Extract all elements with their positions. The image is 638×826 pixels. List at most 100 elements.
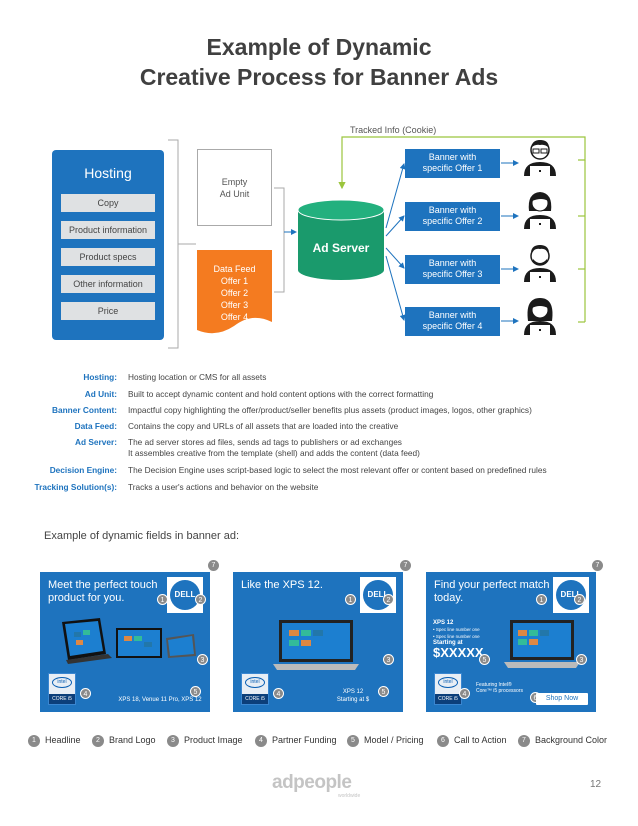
- banner-1-line-1: Banner with: [428, 152, 477, 162]
- hosting-title: Hosting: [84, 165, 132, 181]
- definition-term: Ad Server:: [75, 437, 117, 447]
- banner-2-line-1: Banner with: [428, 205, 477, 215]
- banner-offer-3: Banner with specific Offer 3: [405, 255, 500, 284]
- data-feed-offer-1: Offer 1: [220, 276, 249, 286]
- hosting-item-product-specs: Product specs: [61, 248, 155, 266]
- legend-num: 6: [437, 734, 449, 747]
- banner-3-line-1: Banner with: [428, 258, 477, 268]
- definition-term: Decision Engine:: [49, 465, 117, 475]
- legend-num: 5: [347, 734, 359, 747]
- product-image: [62, 618, 196, 664]
- legend-num: 4: [255, 734, 267, 747]
- marker-4: 4: [273, 688, 284, 699]
- marker-1: 1: [157, 594, 168, 605]
- definition-desc: The ad server stores ad files, sends ad …: [128, 437, 402, 447]
- hosting-bracket: [168, 139, 179, 349]
- ad-model-line-1: XPS 12: [342, 689, 364, 695]
- intel-badge: intel CORE i5: [434, 673, 462, 705]
- legend-num: 7: [518, 734, 530, 747]
- title-line-2: Creative Process for Banner Ads: [139, 64, 499, 90]
- shop-now-button[interactable]: Shop Now: [536, 693, 588, 705]
- intel-logo-text: intel: [52, 677, 72, 688]
- user-avatar-icon: [524, 298, 556, 335]
- marker-3: 3: [383, 654, 394, 665]
- dell-logo-text: DELL: [363, 580, 393, 610]
- adpeople-logo: adpeople: [272, 772, 352, 793]
- spec-line-1: • Spec line number one: [433, 627, 480, 632]
- banner-offer-4: Banner with specific Offer 4: [405, 307, 500, 336]
- price-label: Starting at: [433, 640, 463, 646]
- ad-model-text: XPS 18, Venue 11 Pro, XPS 12: [118, 697, 202, 703]
- intel-logo-text: intel: [245, 677, 265, 688]
- hosting-item-product-information: Product information: [61, 221, 155, 239]
- data-feed-text: Data Feed Offer 1 Offer 2 Offer 3 Offer …: [197, 263, 272, 323]
- tracked-info-label: Tracked Info (Cookie): [350, 125, 437, 135]
- definition-desc: The Decision Engine uses script-based lo…: [128, 465, 547, 475]
- legend-label: Background Color: [535, 735, 608, 745]
- definition-term: Data Feed:: [74, 421, 117, 431]
- ad-headline: Find your perfect match today.: [434, 579, 550, 604]
- definition-desc: Impactful copy highlighting the offer/pr…: [128, 405, 532, 415]
- marker-3: 3: [576, 654, 587, 665]
- definition-desc: Contains the copy and URLs of all assets…: [128, 421, 399, 431]
- legend-item: 5 Model / Pricing: [347, 733, 424, 747]
- featuring-text: Featuring Intel® Core™ i5 processors: [476, 682, 523, 694]
- title-line-1: Example of Dynamic: [206, 34, 432, 60]
- definition-desc: Built to accept dynamic content and hold…: [128, 389, 434, 399]
- dell-logo: DELL: [167, 577, 203, 613]
- ad-headline: Meet the perfect touch product for you.: [48, 579, 158, 604]
- definition-term: Tracking Solution(s):: [34, 482, 117, 492]
- user-avatar-icon: [524, 192, 556, 229]
- legend-label: Product Image: [184, 735, 243, 745]
- marker-2: 2: [574, 594, 585, 605]
- marker-4: 4: [80, 688, 91, 699]
- intel-core-text: CORE i5: [242, 694, 268, 704]
- user-avatar-icon: [524, 245, 556, 282]
- user-avatar-icon: [524, 140, 556, 176]
- banner-2-line-2: specific Offer 2: [422, 216, 483, 226]
- data-feed-document: [197, 250, 272, 334]
- marker-7: 7: [592, 560, 603, 571]
- legend-label: Headline: [45, 735, 81, 745]
- intel-badge: intel CORE i5: [48, 673, 76, 705]
- legend-label: Call to Action: [454, 735, 507, 745]
- page-title: Example of Dynamic Creative Process for …: [0, 32, 638, 92]
- price-value: $XXXXX: [433, 645, 484, 660]
- banner-offer-1: Banner with specific Offer 1: [405, 149, 500, 178]
- definition-term: Hosting:: [83, 372, 117, 382]
- marker-5: 5: [190, 686, 201, 697]
- marker-2: 2: [383, 594, 394, 605]
- data-feed-offer-4: Offer 4: [220, 312, 249, 322]
- banner-1-line-2: specific Offer 1: [422, 163, 483, 173]
- definition-desc: Tracks a user's actions and behavior on …: [128, 482, 319, 492]
- legend-label: Brand Logo: [109, 735, 156, 745]
- definition-term: Ad Unit:: [84, 389, 117, 399]
- ad-server-label: Ad Server: [312, 241, 370, 255]
- definition-desc: It assembles creative from the template …: [128, 448, 420, 458]
- definition-desc: Hosting location or CMS for all assets: [128, 372, 267, 382]
- empty-ad-unit: Empty Ad Unit: [197, 149, 272, 226]
- marker-5: 5: [479, 654, 490, 665]
- page-number: 12: [590, 779, 602, 790]
- adpeople-logo-sub: worldwide: [338, 793, 361, 799]
- marker-1: 1: [536, 594, 547, 605]
- empty-unit-line-1: Empty: [221, 177, 248, 187]
- legend-label: Model / Pricing: [364, 735, 424, 745]
- spec-block: XPS 12 • Spec line number one • Spec lin…: [433, 620, 495, 660]
- ad-model-text: XPS 12 Starting at $: [328, 688, 378, 704]
- hosting-item-copy: Copy: [61, 194, 155, 212]
- intel-logo-text: intel: [438, 677, 458, 688]
- marker-2: 2: [195, 594, 206, 605]
- definition-term: Banner Content:: [52, 405, 117, 415]
- marker-1: 1: [345, 594, 356, 605]
- empty-unit-line-2: Ad Unit: [219, 189, 250, 199]
- banner-3-line-2: specific Offer 3: [422, 269, 483, 279]
- marker-4: 4: [459, 688, 470, 699]
- banner-ad-2: Like the XPS 12. DELL 1 2 3 intel CORE i…: [233, 572, 403, 712]
- marker-3: 3: [197, 654, 208, 665]
- legend-item: 6 Call to Action: [437, 733, 507, 747]
